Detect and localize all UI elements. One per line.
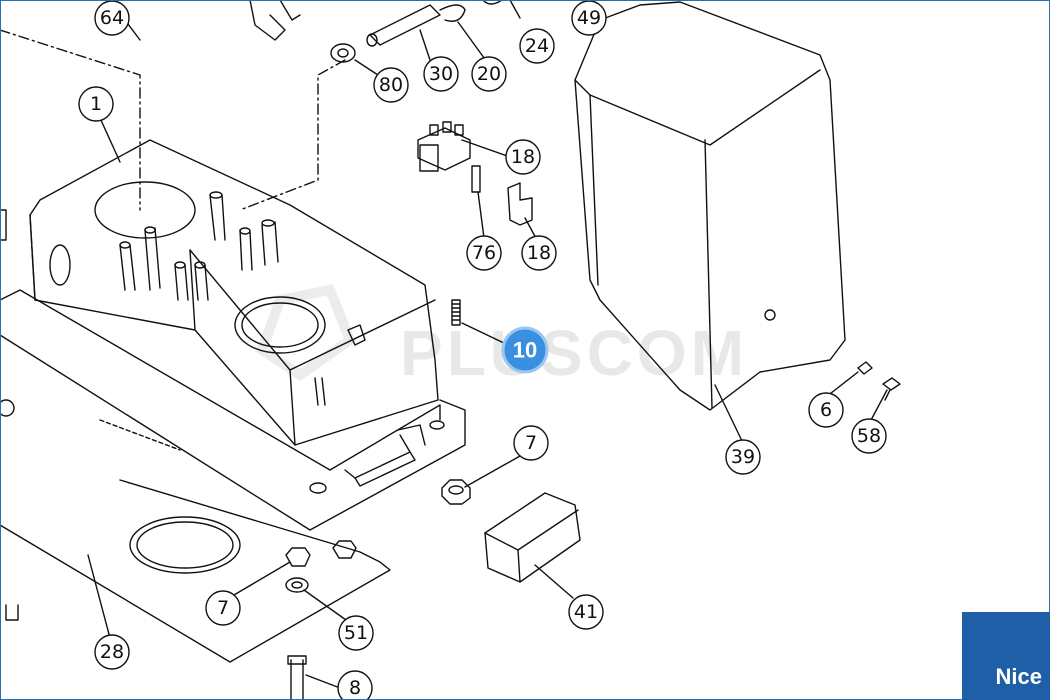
callout-circle: [205, 590, 241, 626]
callout-label: 8: [349, 677, 361, 699]
shaft: [369, 4, 441, 46]
callout-circle: [521, 235, 557, 271]
callout-label: 76: [472, 242, 496, 264]
callout-label: 39: [731, 446, 755, 468]
callout-circle: [338, 615, 374, 651]
callout-circle: [519, 28, 555, 64]
callout-label: 24: [525, 35, 549, 57]
callout-24[interactable]: 24: [519, 28, 555, 64]
callout-76[interactable]: 76: [466, 235, 502, 271]
brand-logo-text: Nice: [995, 664, 1042, 689]
callout-label: 18: [511, 146, 535, 168]
callout-circle: [423, 56, 459, 92]
callout-label: 1: [90, 93, 102, 115]
callout-label: 51: [344, 622, 368, 644]
bracket: [507, 182, 533, 226]
callout-circle: [466, 235, 502, 271]
watermark-text: PLUSCOM: [400, 317, 748, 389]
callout-28[interactable]: 28: [94, 634, 130, 670]
callout-8[interactable]: 8: [337, 670, 373, 700]
callout-circle: [568, 594, 604, 630]
callout-label: 41: [574, 601, 598, 623]
callout-58[interactable]: 58: [851, 418, 887, 454]
callout-circle: [94, 0, 130, 36]
callout-30[interactable]: 30: [423, 56, 459, 92]
callout-label: 20: [477, 63, 501, 85]
callout-label: 7: [525, 432, 537, 454]
highlight-callout[interactable]: 10: [501, 326, 549, 374]
callout-6[interactable]: 6: [808, 392, 844, 428]
callout-circle: [94, 634, 130, 670]
brand-logo: Nice: [962, 612, 1050, 700]
callout-20[interactable]: 20: [471, 56, 507, 92]
wire-clip: [249, 0, 301, 41]
callout-circle: [337, 670, 373, 700]
callout-circle: [851, 418, 887, 454]
highlight-label: 10: [513, 338, 537, 363]
watermark: PLUSCOM: [255, 284, 748, 389]
motor-housing: [0, 299, 466, 531]
callout-circle: [808, 392, 844, 428]
callout-circle: [513, 425, 549, 461]
callout-80[interactable]: 80: [373, 67, 409, 103]
callout-64[interactable]: 64: [94, 0, 130, 36]
callout-label: 80: [379, 74, 403, 96]
callout-circle: [373, 67, 409, 103]
callout-39[interactable]: 39: [725, 439, 761, 475]
callout-18a[interactable]: 18: [505, 139, 541, 175]
callout-label: 49: [577, 7, 601, 29]
cover: [574, 1, 846, 411]
base-plate-hole: [129, 516, 241, 574]
callout-label: 58: [857, 425, 881, 447]
pin: [471, 165, 481, 193]
callout-label: 28: [100, 641, 124, 663]
callout-49[interactable]: 49: [571, 0, 607, 36]
callout-1[interactable]: 1: [78, 86, 114, 122]
callout-7a[interactable]: 7: [513, 425, 549, 461]
callout-label: 7: [217, 597, 229, 619]
callout-circle: [471, 56, 507, 92]
callout-circle: [78, 86, 114, 122]
callout-label: 30: [429, 63, 453, 85]
callout-circle: [571, 0, 607, 36]
callout-group: 64 49 24 30 20 80 1 18 76 18 39 6 58 7 7 41 51 28 8: [78, 0, 887, 700]
terminal-block: [417, 127, 471, 171]
callout-label: 64: [100, 7, 124, 29]
callout-51[interactable]: 51: [338, 615, 374, 651]
callout-18b[interactable]: 18: [521, 235, 557, 271]
callout-label: 6: [820, 399, 832, 421]
callout-circle: [725, 439, 761, 475]
callout-7b[interactable]: 7: [205, 590, 241, 626]
callout-41[interactable]: 41: [568, 594, 604, 630]
callout-circle: [505, 139, 541, 175]
base-plate: [0, 479, 391, 663]
end-cap: [484, 492, 581, 583]
callout-label: 18: [527, 242, 551, 264]
